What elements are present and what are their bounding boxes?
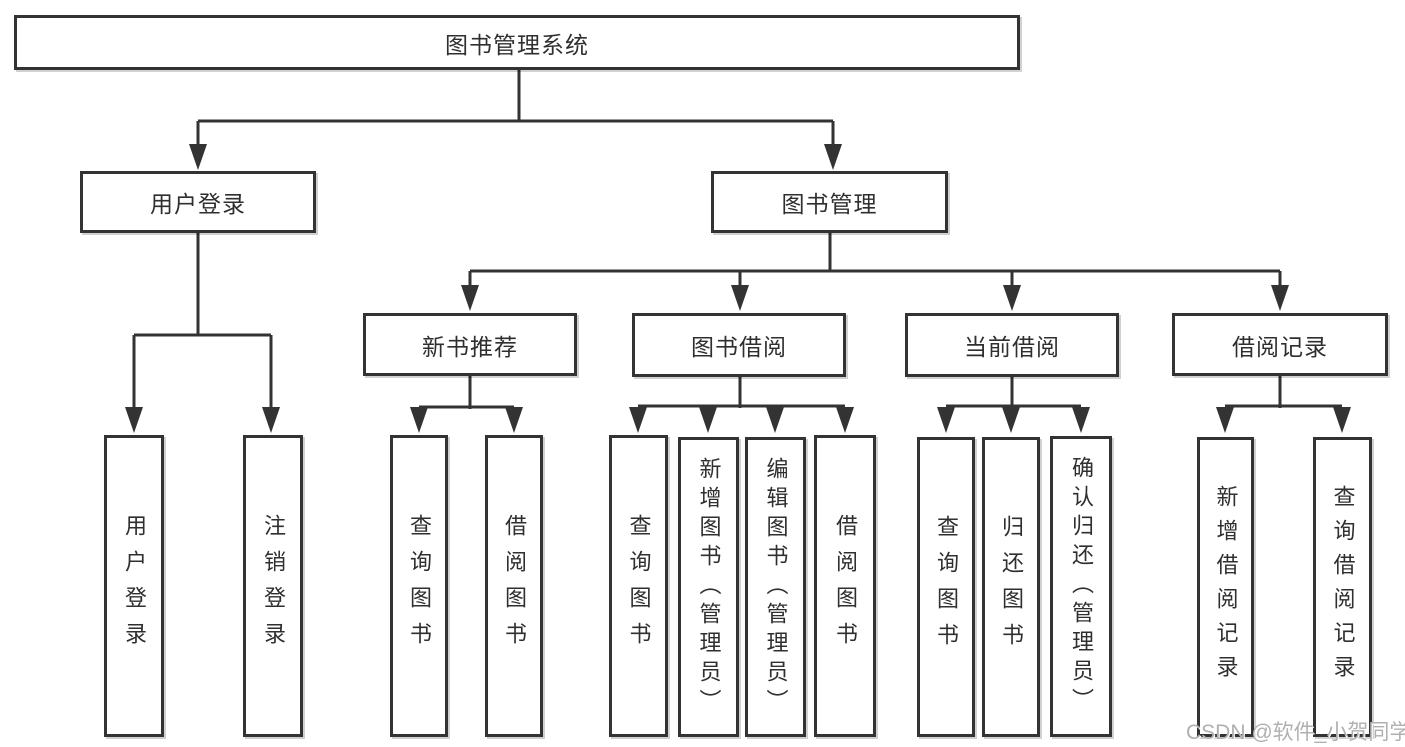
node-label: 查询图书: [626, 514, 652, 658]
connector-lines: [132, 70, 1342, 410]
node-label: 借阅图书: [502, 514, 527, 658]
node-label: 新书推荐: [422, 333, 518, 360]
node-new-book-recommendation: 新书推荐: [363, 313, 577, 376]
node-label: 借阅记录: [1232, 333, 1328, 360]
leaf-user-login: 用户登录: [104, 435, 164, 737]
node-label: 归还图书: [999, 515, 1024, 659]
node-label: 查询借阅记录: [1330, 485, 1356, 689]
node-borrow-records: 借阅记录: [1172, 313, 1388, 376]
node-user-login: 用户登录: [80, 171, 316, 233]
node-label: 确认归还（管理员）: [1069, 456, 1094, 717]
leaf-logout: 注销登录: [243, 435, 303, 737]
leaf-return-books: 归还图书: [982, 437, 1040, 737]
node-label: 图书管理: [781, 191, 878, 217]
node-label: 新增借阅记录: [1213, 485, 1239, 689]
leaf-add-borrow-record: 新增借阅记录: [1197, 437, 1254, 737]
node-label: 用户登录: [150, 191, 246, 217]
leaf-query-books-borrowing: 查询图书: [609, 435, 668, 737]
leaf-query-borrow-record: 查询借阅记录: [1313, 437, 1372, 737]
node-label: 新增图书（管理员）: [696, 456, 722, 718]
node-label: 图书管理系统: [445, 31, 589, 58]
node-label: 编辑图书（管理员）: [763, 456, 789, 718]
node-label: 图书借阅: [691, 334, 787, 360]
node-book-management: 图书管理: [711, 171, 948, 233]
leaf-add-book-admin: 新增图书（管理员）: [678, 437, 739, 737]
node-label: 注销登录: [261, 514, 286, 658]
node-label: 查询图书: [407, 514, 432, 658]
leaf-query-books-current: 查询图书: [917, 437, 975, 737]
leaf-borrow-books-recommend: 借阅图书: [485, 435, 543, 737]
node-library-management-system: 图书管理系统: [14, 15, 1020, 70]
node-label: 借阅图书: [833, 514, 858, 658]
node-book-borrowing: 图书借阅: [632, 313, 846, 377]
leaf-confirm-return-admin: 确认归还（管理员）: [1050, 436, 1112, 737]
arrowheads: [125, 144, 1351, 433]
node-label: 当前借阅: [964, 334, 1060, 360]
node-label: 查询图书: [934, 515, 959, 659]
leaf-borrow-books: 借阅图书: [814, 435, 876, 737]
leaf-edit-book-admin: 编辑图书（管理员）: [745, 437, 806, 737]
csdn-watermark: CSDN @软件_小贺同学: [1186, 721, 1405, 744]
node-current-borrowing: 当前借阅: [905, 313, 1119, 377]
node-label: 用户登录: [122, 514, 147, 658]
leaf-query-books-recommend: 查询图书: [390, 435, 448, 737]
